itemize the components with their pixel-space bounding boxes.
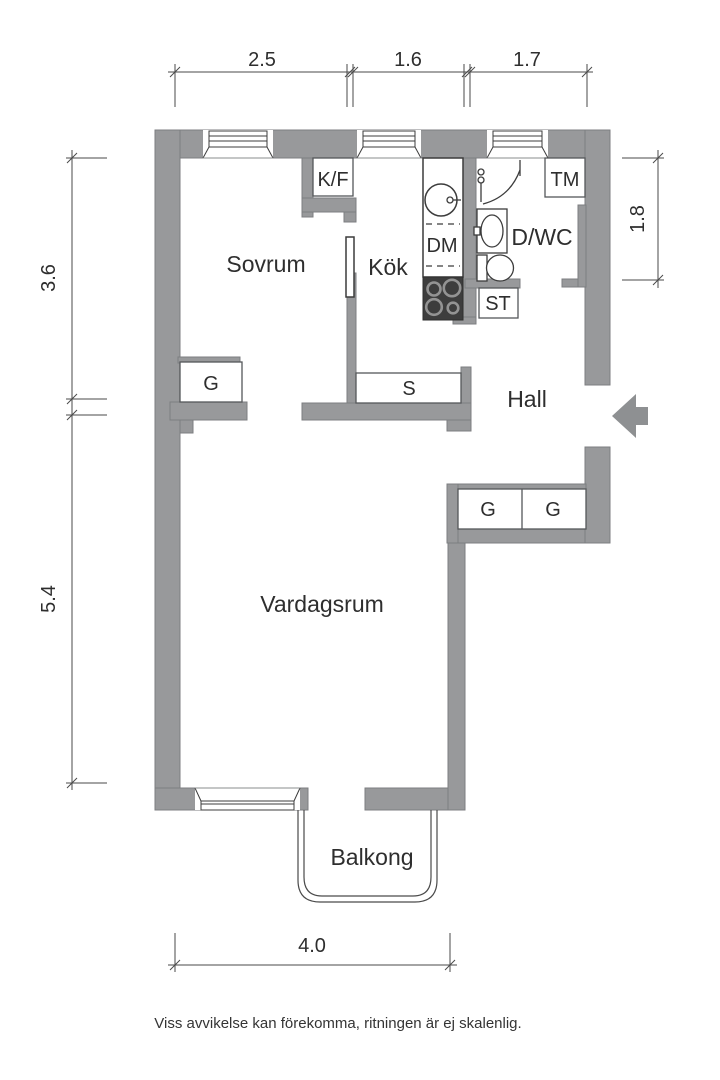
dim-bottom-1: 4.0 [298,935,326,957]
wall-right-lower [584,446,611,544]
wall-hall-closet-stub [446,483,459,544]
washing-machine-box [544,157,586,198]
kitchen-counter [422,157,464,278]
fridge-freezer-box [312,157,354,197]
room-label-bedroom: Sovrum [226,251,305,277]
toilet-icon [476,254,515,282]
wall-kf-stub [343,211,357,223]
dim-left-1: 3.6 [38,264,60,292]
wall-s-closet-bottom [301,402,472,421]
sliding-door-leaf [345,236,355,298]
label-closet-bedroom: G [203,373,219,395]
room-label-hall: Hall [507,386,547,412]
window-bath [486,130,549,159]
wall-living-right [447,542,466,811]
windows [194,130,549,811]
dimension-left [66,150,107,790]
closet-boxes [179,157,587,530]
room-label-bath: D/WC [511,224,572,250]
window-bedroom [202,130,274,159]
dimension-bottom [168,933,457,972]
wall-kf-under [301,197,357,213]
washbasin-icon [473,208,508,254]
dim-right-1: 1.8 [627,205,649,233]
wall-bedroom-closet-bottom [169,401,248,421]
wall-left [154,129,181,811]
dim-top-1: 2.5 [248,49,276,71]
entrance-arrow-icon [612,394,648,438]
wall-left-step [179,419,194,434]
dim-top-2: 1.6 [394,49,422,71]
shower-icon [477,160,521,205]
label-closet-hall-left: G [480,499,496,521]
window-kitchen [356,130,422,159]
dim-top-3: 1.7 [513,49,541,71]
bedroom-closet-box [179,361,243,403]
balcony-outline [297,810,438,903]
dimension-top [168,64,593,107]
label-washing-machine: TM [551,169,580,191]
room-label-balcony: Balkong [330,844,413,870]
room-label-kitchen: Kök [368,254,408,280]
wall-s-closet-cap [460,366,472,404]
s-closet-box [355,372,462,404]
wall-dwc-bump [577,204,587,288]
window-living [194,787,301,811]
label-cleaning-cabinet: ST [485,293,511,315]
label-closet-hall-right: G [545,499,561,521]
wall-st-top [464,278,521,289]
disclaimer-caption: Viss avvikelse kan förekomma, ritningen … [154,1015,521,1032]
dimension-lines [66,64,664,972]
room-label-living: Vardagsrum [260,591,384,617]
cleaning-cabinet-box [478,287,519,319]
wall-hall-closet-top [457,483,587,490]
label-dishwasher: DM [426,235,457,257]
wall-right-upper [584,129,611,386]
kitchen-fixtures [422,157,464,321]
dimension-right [622,150,664,288]
bathroom-fixtures [473,160,521,282]
label-fridge-freezer: K/F [317,169,348,191]
wall-kitchen-bath [462,157,477,318]
stove-icon [422,276,464,321]
sink-icon [424,183,458,217]
label-closet-s: S [402,378,415,400]
wall-dwc-stub [561,278,579,288]
dim-left-2: 5.4 [38,585,60,613]
wall-s-jamb [446,419,472,432]
